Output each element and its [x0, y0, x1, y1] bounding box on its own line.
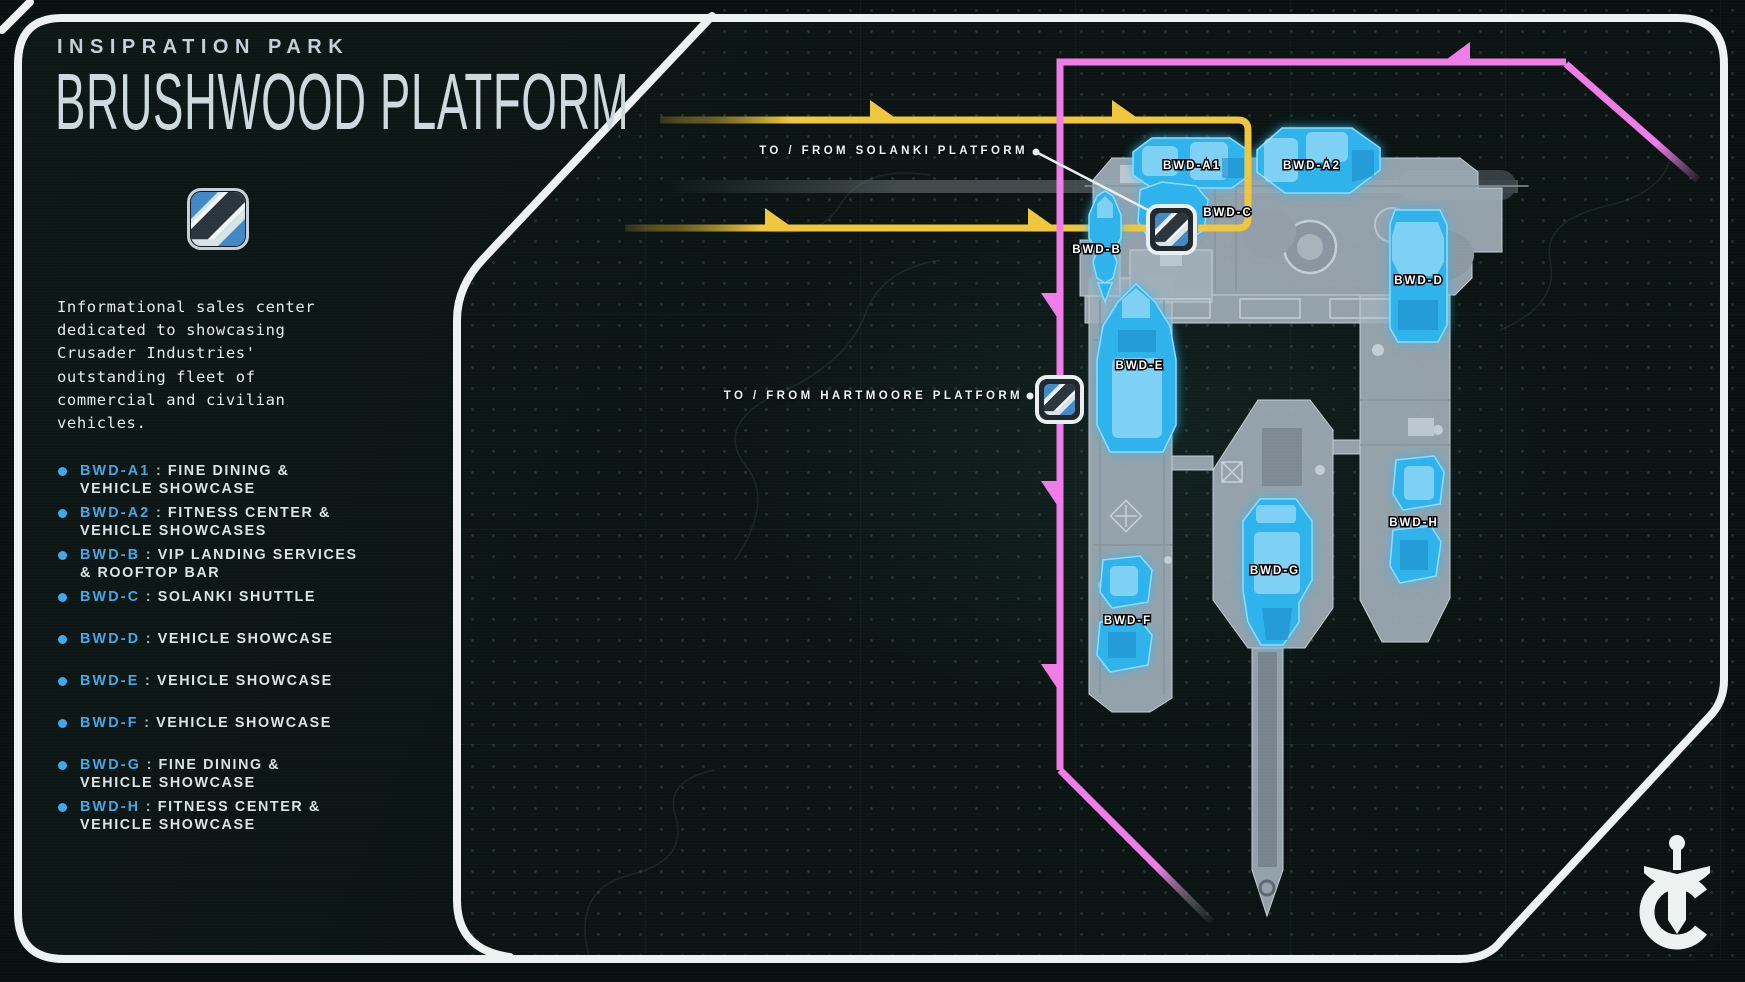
poi-separator: :	[150, 463, 168, 479]
magenta-arrow-icon	[1447, 42, 1470, 59]
topo-contours	[584, 159, 1671, 961]
building-labels: BWD-A1 BWD-A2 BWD-B BWD-C BWD-D BWD-E BW…	[1071, 159, 1444, 629]
buildings	[1096, 127, 1448, 673]
poi-desc: VEHICLE SHOWCASE	[156, 673, 333, 689]
list-item-bwd-a1: BWD-A1 : FINE DINING & VEHICLE SHOWCASE	[55, 462, 425, 498]
poster-frame	[0, 0, 1728, 963]
poi-code: BWD-A2	[80, 505, 151, 521]
platform-description: Informational sales center dedicated to …	[57, 298, 316, 433]
list-item-bwd-b: BWD-B : VIP LANDING SERVICES & ROOFTOP B…	[55, 546, 425, 582]
bullet-icon	[58, 551, 67, 560]
poi-separator: :	[140, 631, 158, 647]
yellow-arrow-icon	[765, 208, 789, 225]
panel-divider	[453, 12, 716, 961]
poi-code: BWD-G	[80, 757, 142, 773]
yellow-arrow-icon	[1112, 100, 1136, 117]
poi-desc: FINE DINING & VEHICLE SHOWCASE	[80, 463, 290, 497]
corner-accent	[0, 0, 34, 34]
poi-separator: :	[139, 673, 157, 689]
poi-separator: :	[140, 799, 158, 815]
magenta-arrow-icon	[1041, 664, 1057, 688]
bullet-icon	[58, 761, 67, 770]
poi-code: BWD-A1	[80, 463, 151, 479]
bullet-icon	[58, 635, 67, 644]
outer-border	[14, 14, 1728, 963]
building-label: BWD-F	[1104, 615, 1152, 627]
list-item-bwd-e: BWD-E : VEHICLE SHOWCASE	[55, 672, 425, 708]
route-hartmoore	[1041, 42, 1701, 925]
poi-desc: FITNESS CENTER & VEHICLE SHOWCASE	[80, 799, 321, 833]
bullet-icon	[58, 677, 67, 686]
building-label: BWD-D	[1394, 275, 1444, 287]
building-label: BWD-G	[1250, 565, 1300, 577]
crusader-industries-sword-and-c-icon	[1639, 835, 1710, 950]
building-label: BWD-H	[1389, 517, 1439, 529]
park-eyebrow-title: INSIPRATION PARK	[57, 36, 350, 58]
label-dot	[1026, 392, 1034, 400]
shuttle-stop-icon-bwd-c	[1146, 204, 1197, 255]
poi-separator: :	[141, 757, 159, 773]
yellow-arrow-icon	[870, 100, 894, 117]
list-item-bwd-f: BWD-F : VEHICLE SHOWCASE	[55, 714, 425, 750]
poi-code: BWD-D	[80, 631, 141, 647]
poi-code: BWD-F	[80, 715, 139, 731]
bullet-icon	[58, 803, 67, 812]
building-label: BWD-B	[1072, 244, 1122, 256]
poi-code: BWD-C	[80, 589, 141, 605]
yellow-arrow-icon	[1028, 208, 1052, 225]
page-title: BRUSHWOOD PLATFORM	[55, 57, 630, 146]
bullet-icon	[58, 593, 67, 602]
list-item-bwd-d: BWD-D : VEHICLE SHOWCASE	[55, 630, 425, 666]
building-label: BWD-A2	[1283, 160, 1341, 172]
building-bwd-b	[1088, 190, 1122, 305]
poi-list: BWD-A1 : FINE DINING & VEHICLE SHOWCASE …	[55, 462, 425, 840]
list-item-bwd-c: BWD-C : SOLANKI SHUTTLE	[55, 588, 425, 624]
poi-separator: :	[150, 505, 168, 521]
bullet-icon	[58, 719, 67, 728]
list-item-bwd-h: BWD-H : FITNESS CENTER & VEHICLE SHOWCAS…	[55, 798, 425, 834]
poi-desc: VIP LANDING SERVICES & ROOFTOP BAR	[80, 547, 358, 581]
poi-desc: VEHICLE SHOWCASE	[157, 631, 334, 647]
list-item-bwd-a2: BWD-A2 : FITNESS CENTER & VEHICLE SHOWCA…	[55, 504, 425, 540]
poi-desc: VEHICLE SHOWCASE	[156, 715, 332, 731]
poi-separator: :	[140, 547, 158, 563]
route-label-solanki: TO / FROM SOLANKI PLATFORM	[759, 145, 1028, 157]
list-item-bwd-g: BWD-G : FINE DINING & VEHICLE SHOWCASE	[55, 756, 425, 792]
poi-separator: :	[140, 589, 158, 605]
poi-desc: FINE DINING & VEHICLE SHOWCASE	[80, 757, 281, 791]
building-label: BWD-E	[1116, 360, 1165, 372]
poi-desc: SOLANKI SHUTTLE	[157, 589, 316, 605]
bullet-icon	[58, 467, 67, 476]
building-label: BWD-A1	[1163, 160, 1221, 172]
building-label: BWD-C	[1203, 207, 1253, 219]
magenta-arrow-icon	[1041, 293, 1057, 317]
label-connector	[1026, 148, 1153, 400]
poi-code: BWD-E	[80, 673, 140, 689]
poi-code: BWD-H	[80, 799, 141, 815]
poi-separator: :	[138, 715, 157, 731]
bullet-icon	[58, 509, 67, 518]
label-dot	[1032, 148, 1040, 156]
shuttle-stop-icon-hartmoore	[1035, 375, 1084, 424]
magenta-arrow-icon	[1041, 481, 1057, 505]
route-label-hartmoore: TO / FROM HARTMOORE PLATFORM	[723, 390, 1023, 402]
poi-desc: FITNESS CENTER & VEHICLE SHOWCASES	[80, 505, 331, 539]
poi-code: BWD-B	[80, 547, 141, 563]
crusader-showcase-flag-icon	[187, 188, 249, 250]
